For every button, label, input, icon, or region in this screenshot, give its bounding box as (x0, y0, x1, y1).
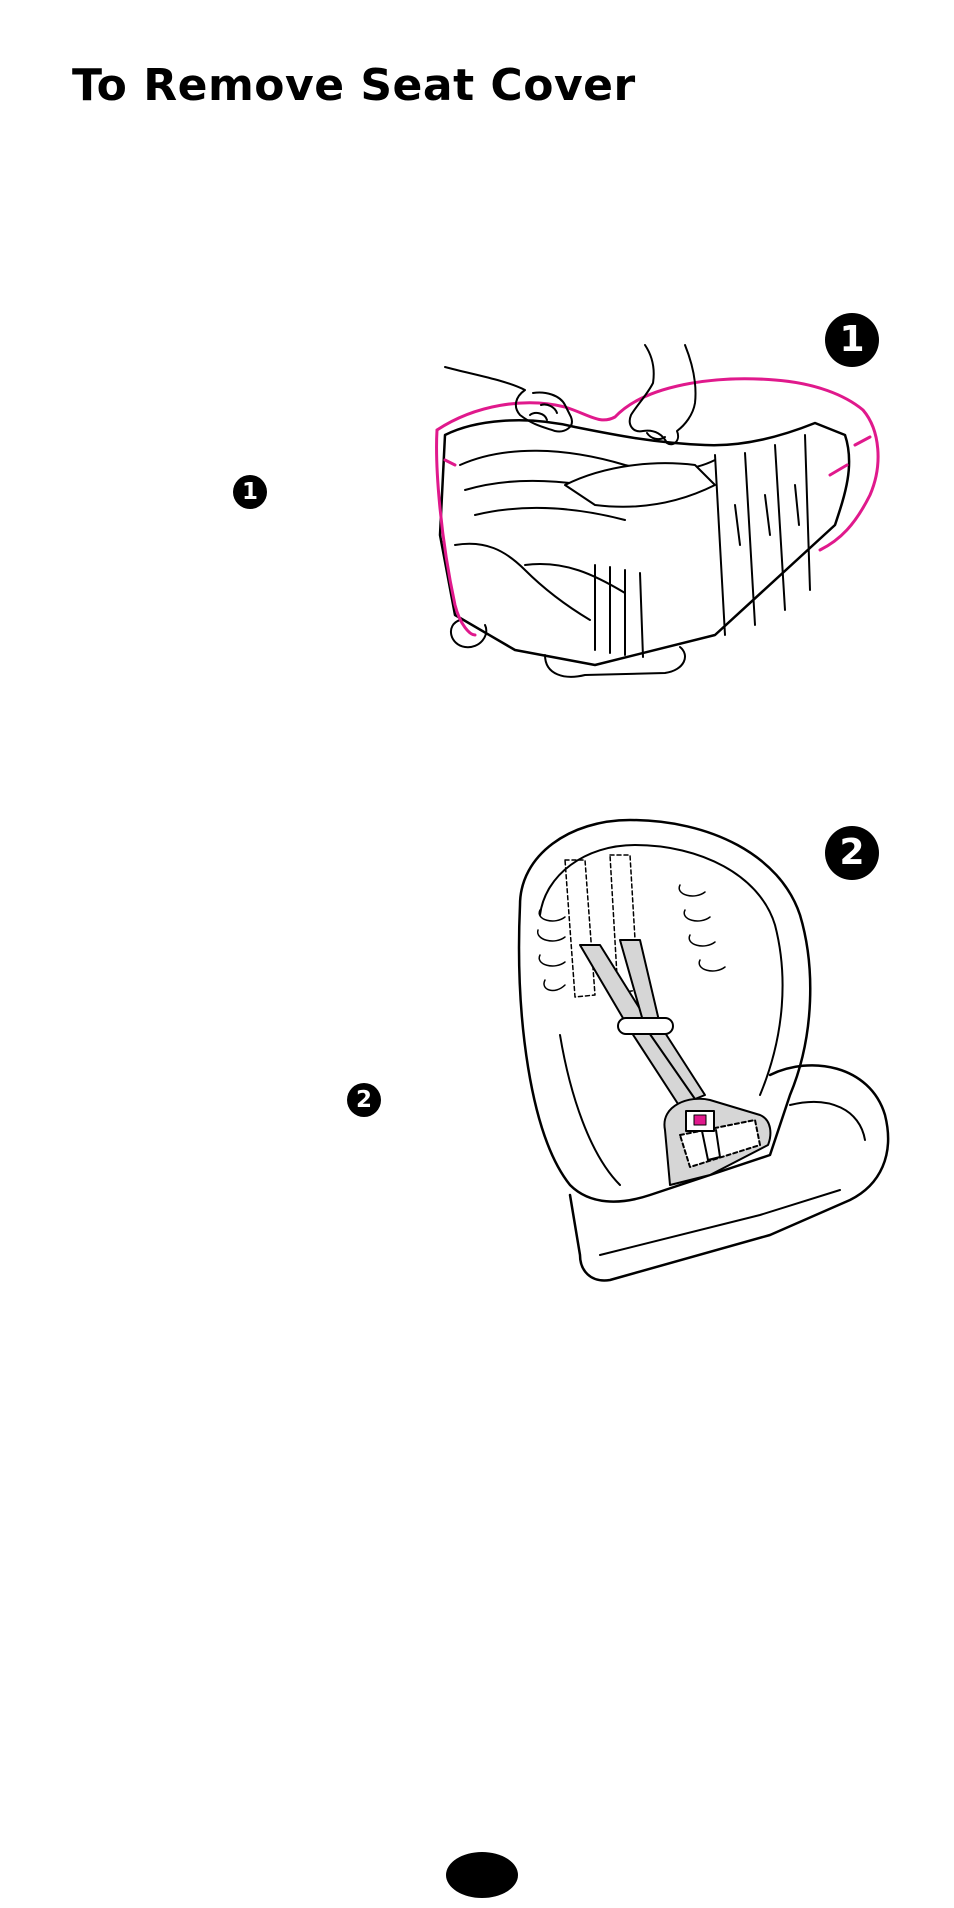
page-number-badge (446, 1852, 518, 1898)
step-1-illustration (415, 335, 895, 690)
step-2-illustration (510, 815, 900, 1295)
step-1-text-marker: 1 (233, 475, 267, 509)
step-2-text-marker: 2 (347, 1083, 381, 1117)
page-title: To Remove Seat Cover (72, 60, 636, 111)
